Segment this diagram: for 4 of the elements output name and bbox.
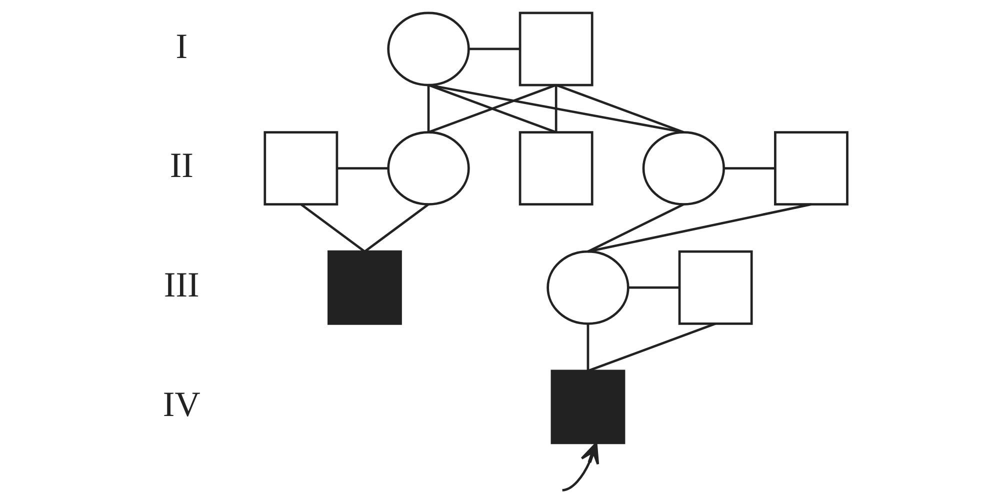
label: III — [163, 264, 199, 304]
label: IV — [162, 384, 200, 424]
label: I — [175, 26, 188, 66]
label: II — [169, 145, 193, 186]
